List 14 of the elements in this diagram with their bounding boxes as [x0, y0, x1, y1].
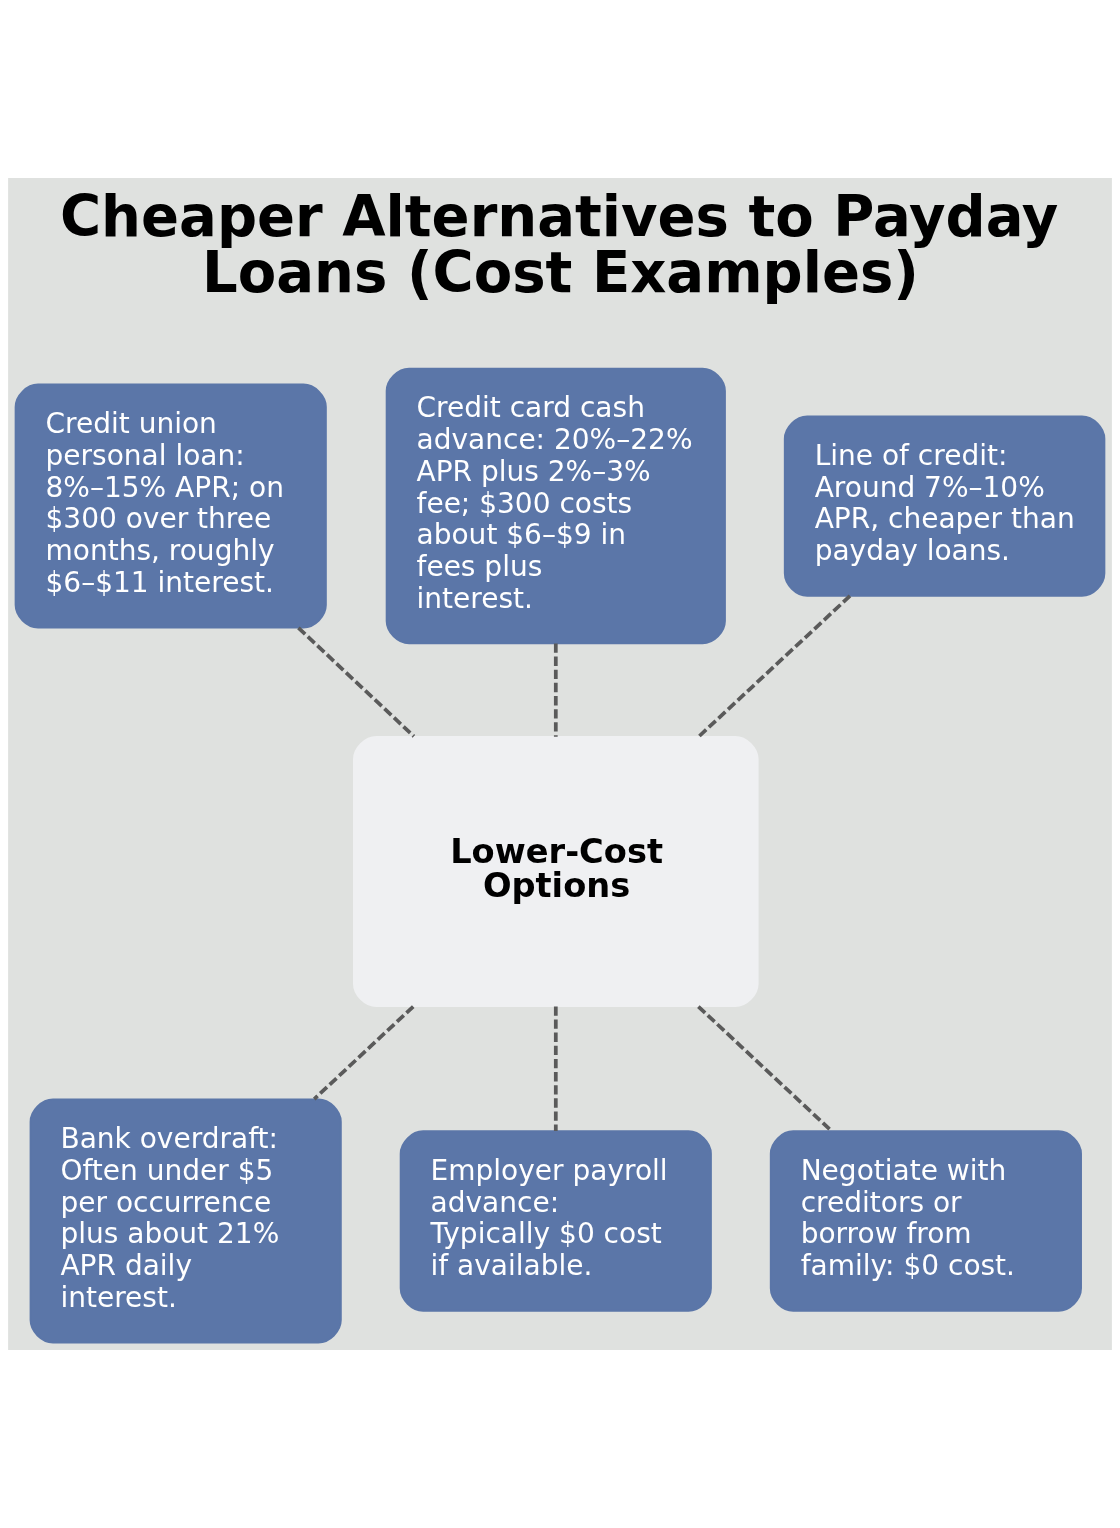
node-box: Employer payroll advance: Typically $0 cost if available. [399, 1130, 712, 1312]
node-box: Bank overdraft: Often under $5 per occurrence plus about 21% APR daily interest. [29, 1098, 342, 1344]
connector [553, 1006, 558, 1131]
connector [697, 594, 852, 738]
connector [697, 1005, 833, 1133]
node-box: Credit union personal loan: 8%–15% APR; on $300 over three months, roughly $6–$11 interest. [14, 383, 327, 629]
connector [553, 643, 558, 737]
node-box: Line of credit: Around 7%–10% APR, cheaper than payday loans. [783, 415, 1106, 597]
node-box: Lower-Cost Options [353, 735, 759, 1007]
connector [297, 626, 416, 738]
connector [312, 1005, 415, 1101]
diagram-title: Cheaper Alternatives to Payday Loans (Cost Examples) [59, 183, 1059, 306]
node-box: Credit card cash advance: 20%–22% APR plus 2%–3% fee; $300 costs about $6–$9 in fees plus interest. [385, 367, 726, 645]
node-box: Negotiate with creditors or borrow from family: $0 cost. [769, 1130, 1082, 1312]
